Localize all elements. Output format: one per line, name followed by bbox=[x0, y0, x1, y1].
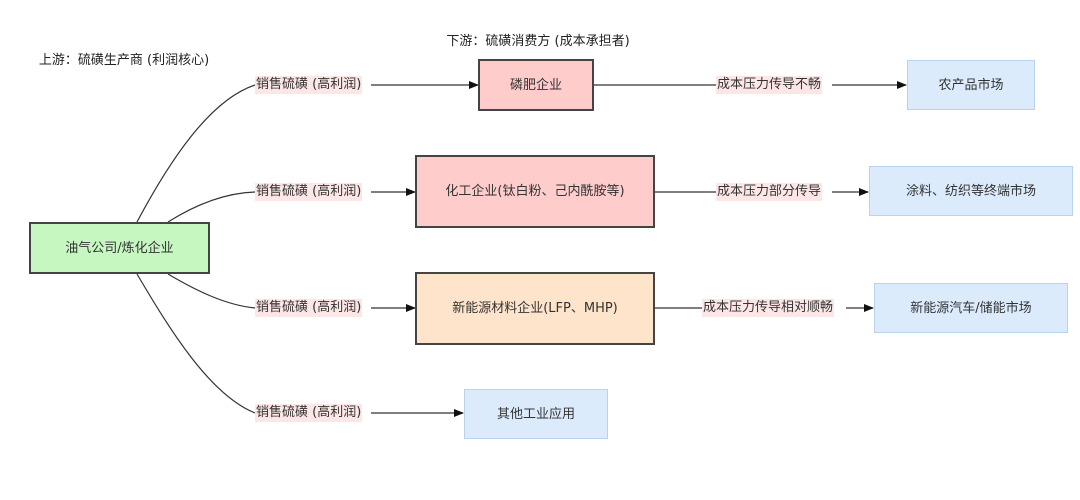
node-new-energy[interactable]: 新能源材料企业(LFP、MHP) bbox=[415, 272, 655, 345]
node-other-label: 其他工业应用 bbox=[496, 406, 575, 422]
node-ev-market[interactable]: 新能源汽车/储能市场 bbox=[874, 283, 1068, 333]
node-source[interactable]: 油气公司/炼化企业 bbox=[29, 222, 210, 274]
edge-label-cost-agri: 成本压力传导不畅 bbox=[716, 76, 823, 94]
edge-label-cost-coating: 成本压力部分传导 bbox=[716, 183, 823, 201]
edge-label-cost-ev: 成本压力传导相对顺畅 bbox=[702, 299, 835, 317]
node-ev-market-label: 新能源汽车/储能市场 bbox=[910, 300, 1032, 316]
edge-label-sell-new-energy: 销售硫磺 (高利润) bbox=[255, 299, 363, 317]
node-other[interactable]: 其他工业应用 bbox=[464, 389, 608, 439]
node-chemical-label: 化工企业(钛白粉、己内酰胺等) bbox=[445, 184, 625, 199]
edge-curve-other bbox=[136, 273, 256, 414]
edge-label-sell-chemical: 销售硫磺 (高利润) bbox=[255, 183, 363, 201]
node-new-energy-label: 新能源材料企业(LFP、MHP) bbox=[452, 301, 618, 316]
node-coating-market-label: 涂料、纺织等终端市场 bbox=[905, 183, 1036, 199]
node-agri-market[interactable]: 农产品市场 bbox=[907, 60, 1035, 110]
node-agri-market-label: 农产品市场 bbox=[938, 77, 1004, 93]
node-source-label: 油气公司/炼化企业 bbox=[65, 240, 174, 256]
node-coating-market[interactable]: 涂料、纺织等终端市场 bbox=[869, 166, 1073, 216]
upstream-title: 上游：硫磺生产商 (利润核心) bbox=[38, 53, 210, 68]
edge-label-sell-other: 销售硫磺 (高利润) bbox=[255, 404, 363, 422]
edge-curve-new-energy bbox=[167, 273, 256, 309]
edge-curve-phosphate bbox=[136, 84, 256, 223]
downstream-title: 下游：硫磺消费方 (成本承担者) bbox=[446, 34, 630, 49]
edge-curve-chemical bbox=[167, 191, 256, 223]
node-phosphate[interactable]: 磷肥企业 bbox=[478, 59, 594, 111]
node-phosphate-label: 磷肥企业 bbox=[509, 77, 562, 93]
edge-label-sell-phosphate: 销售硫磺 (高利润) bbox=[255, 76, 363, 94]
node-chemical[interactable]: 化工企业(钛白粉、己内酰胺等) bbox=[415, 155, 655, 228]
